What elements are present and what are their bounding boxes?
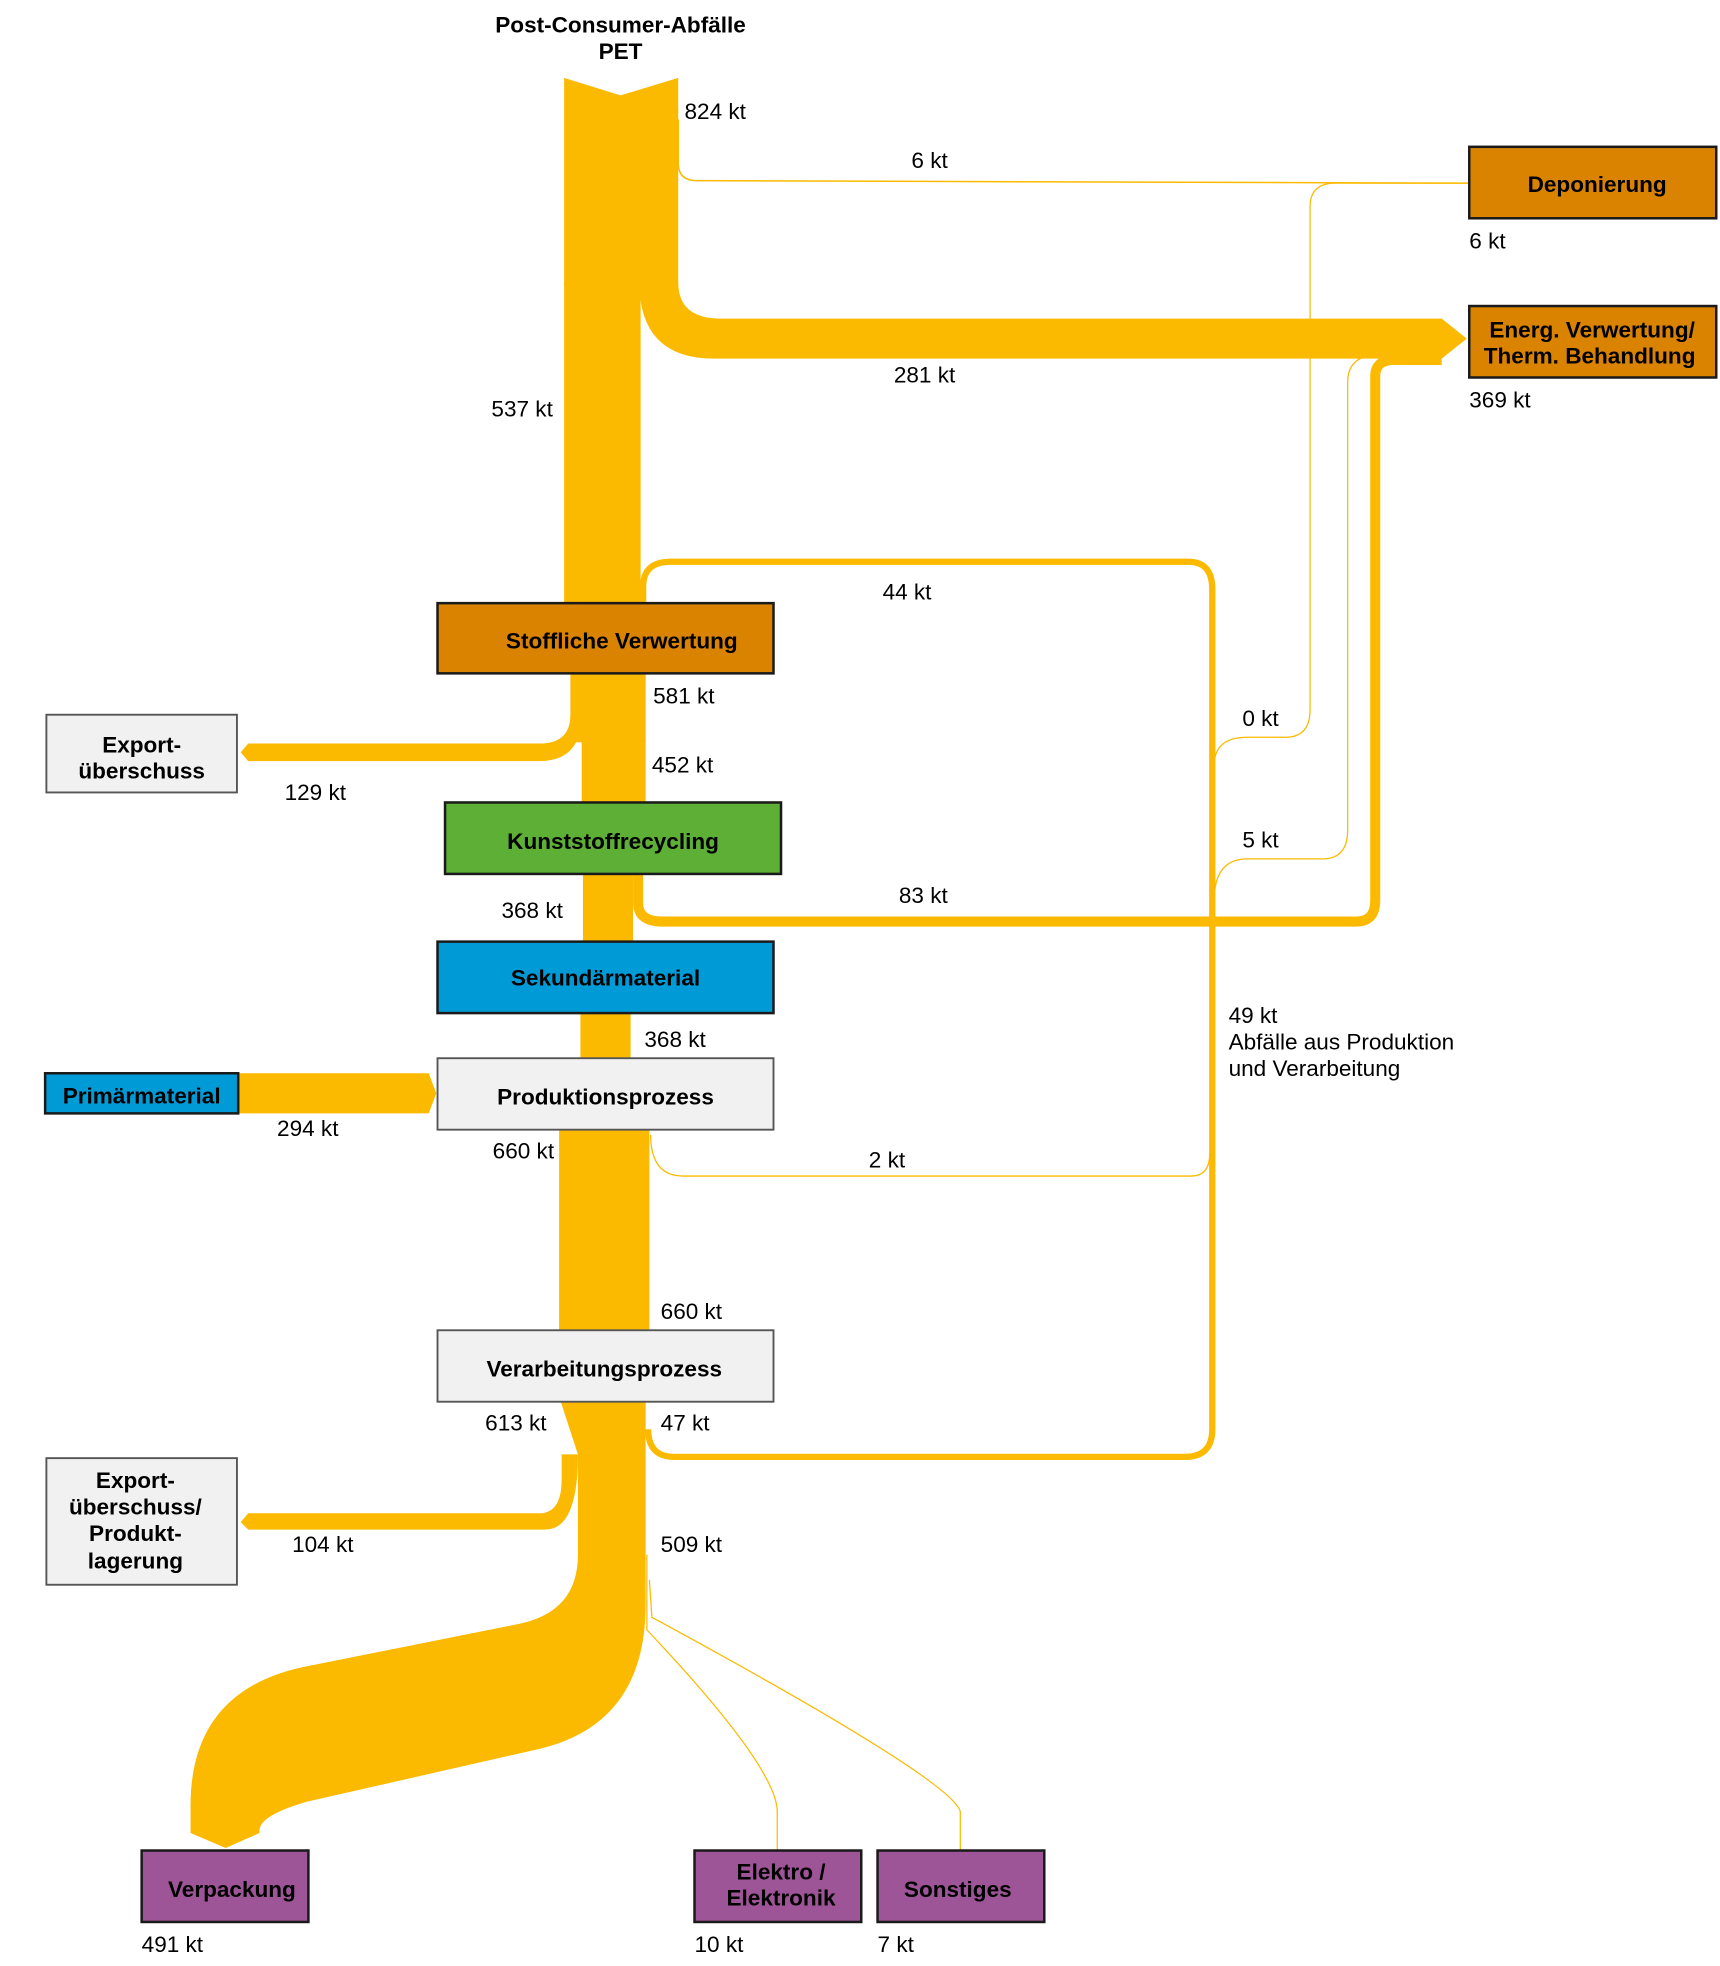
label-production-waste-value: 49 kt: [1229, 1003, 1279, 1028]
node-export2-line4: lagerung: [88, 1548, 183, 1573]
flow-sekundaer-out: [580, 1013, 631, 1059]
flow-five: [1214, 354, 1442, 891]
label-production-waste-line2: und Verarbeitung: [1229, 1056, 1401, 1081]
diagram-title-line1: Post-Consumer-Abfälle: [495, 13, 746, 38]
flow-to-sekundaer: [582, 873, 634, 943]
flow-stoffliche-out: [570, 673, 646, 743]
label-verarbeitung-out: 613 kt: [485, 1411, 547, 1436]
label-total: 824 kt: [684, 99, 746, 124]
node-export2-line2: überschuss/: [69, 1495, 203, 1520]
node-energ-verwertung[interactable]: Energ. Verwertung/ Therm. Behandlung: [1468, 304, 1718, 379]
node-verarbeitungsprozess[interactable]: Verarbeitungsprozess: [436, 1329, 775, 1403]
node-primaer-label: Primärmaterial: [63, 1083, 221, 1108]
flow-main-trunk: [564, 110, 679, 286]
flow-to-kunststoff: [581, 739, 646, 805]
diagram-title-line2: PET: [599, 39, 643, 64]
flow-labels: 824 kt 6 kt 281 kt 537 kt 44 kt 581 kt 1…: [277, 99, 1454, 1557]
node-sonstiges[interactable]: Sonstiges: [876, 1849, 1046, 1924]
label-kunststoff-energ: 83 kt: [899, 883, 949, 908]
node-energ-label-line2: Therm. Behandlung: [1484, 344, 1696, 369]
label-to-applications: 509 kt: [661, 1532, 723, 1557]
label-to-deponierung: 6 kt: [911, 148, 948, 173]
label-return-loop: 44 kt: [883, 579, 933, 604]
label-five: 5 kt: [1242, 828, 1279, 853]
node-kunststoff-label: Kunststoffrecycling: [507, 829, 719, 854]
node-sonstiges-label: Sonstiges: [904, 1877, 1012, 1902]
flow-to-elektro: [646, 1554, 778, 1851]
sonstiges-value: 7 kt: [878, 1932, 915, 1957]
node-export2-line3: Produkt-: [89, 1521, 182, 1546]
label-primaer: 294 kt: [277, 1116, 339, 1141]
label-produktion-out: 660 kt: [493, 1139, 555, 1164]
node-primaermaterial[interactable]: Primärmaterial: [43, 1072, 240, 1115]
flow-input-arrow: [564, 77, 679, 113]
node-produktionsprozess[interactable]: Produktionsprozess: [436, 1057, 775, 1131]
label-to-kunststoff: 452 kt: [652, 752, 714, 777]
flow-export2: [240, 1454, 578, 1530]
node-sekundaer-label: Sekundärmaterial: [511, 966, 700, 991]
node-elektro-line1: Elektro /: [737, 1859, 827, 1884]
flow-to-energ: [639, 282, 1467, 359]
label-sekundaer-out: 368 kt: [644, 1027, 706, 1052]
node-export-ueberschuss[interactable]: Export- überschuss: [45, 713, 238, 794]
label-export1: 129 kt: [285, 780, 347, 805]
node-stoffliche-label: Stoffliche Verwertung: [506, 628, 738, 653]
node-kunststoffrecycling[interactable]: Kunststoffrecycling: [443, 801, 783, 876]
flow-to-stoffliche: [564, 282, 641, 606]
verpackung-value: 491 kt: [142, 1932, 204, 1957]
flow-to-deponierung: [677, 119, 1470, 184]
label-to-sekundaer: 368 kt: [501, 898, 563, 923]
node-energ-label-line1: Energ. Verwertung/: [1489, 317, 1695, 342]
flow-primaer: [238, 1073, 437, 1114]
node-export1-line2: überschuss: [78, 759, 205, 784]
flows: [190, 77, 1470, 1851]
energ-value: 369 kt: [1469, 388, 1531, 413]
flow-zero: [1214, 182, 1470, 759]
flow-return-loop: [639, 558, 1216, 1461]
flow-verarbeitung-out: [190, 1400, 646, 1849]
label-zero: 0 kt: [1242, 706, 1279, 731]
label-produktion-waste: 2 kt: [869, 1147, 906, 1172]
label-export2: 104 kt: [292, 1532, 354, 1557]
node-elektro-line2: Elektronik: [727, 1886, 836, 1911]
node-sekundaermaterial[interactable]: Sekundärmaterial: [436, 940, 775, 1015]
node-verpackung-label: Verpackung: [168, 1877, 296, 1902]
node-verpackung[interactable]: Verpackung: [140, 1849, 310, 1924]
flow-export1: [240, 714, 582, 762]
node-verarbeitung-label: Verarbeitungsprozess: [486, 1357, 722, 1382]
label-production-waste-line1: Abfälle aus Produktion: [1229, 1029, 1455, 1054]
node-elektro-elektronik[interactable]: Elektro / Elektronik: [693, 1849, 863, 1924]
label-stoffliche-out: 581 kt: [653, 683, 715, 708]
deponierung-value: 6 kt: [1469, 228, 1506, 253]
label-verarbeitung-in: 660 kt: [661, 1299, 723, 1324]
flow-produktion-waste: [650, 1134, 1211, 1177]
flow-kunststoff-energ: [633, 354, 1442, 927]
node-export-produktlagerung[interactable]: Export- überschuss/ Produkt- lagerung: [45, 1457, 238, 1586]
node-export1-line1: Export-: [102, 732, 181, 757]
label-verarbeitung-waste: 47 kt: [661, 1411, 711, 1436]
flow-to-sonstiges: [648, 1579, 961, 1851]
label-to-energ: 281 kt: [894, 363, 956, 388]
elektro-value: 10 kt: [695, 1932, 745, 1957]
node-produktion-label: Produktionsprozess: [497, 1085, 714, 1110]
node-deponierung[interactable]: Deponierung: [1468, 145, 1718, 220]
node-export2-line1: Export-: [96, 1468, 175, 1493]
label-to-stoffliche: 537 kt: [491, 396, 553, 421]
node-deponierung-label: Deponierung: [1528, 172, 1667, 197]
node-stoffliche-verwertung[interactable]: Stoffliche Verwertung: [436, 601, 775, 675]
flow-produktion-out: [559, 1128, 650, 1332]
